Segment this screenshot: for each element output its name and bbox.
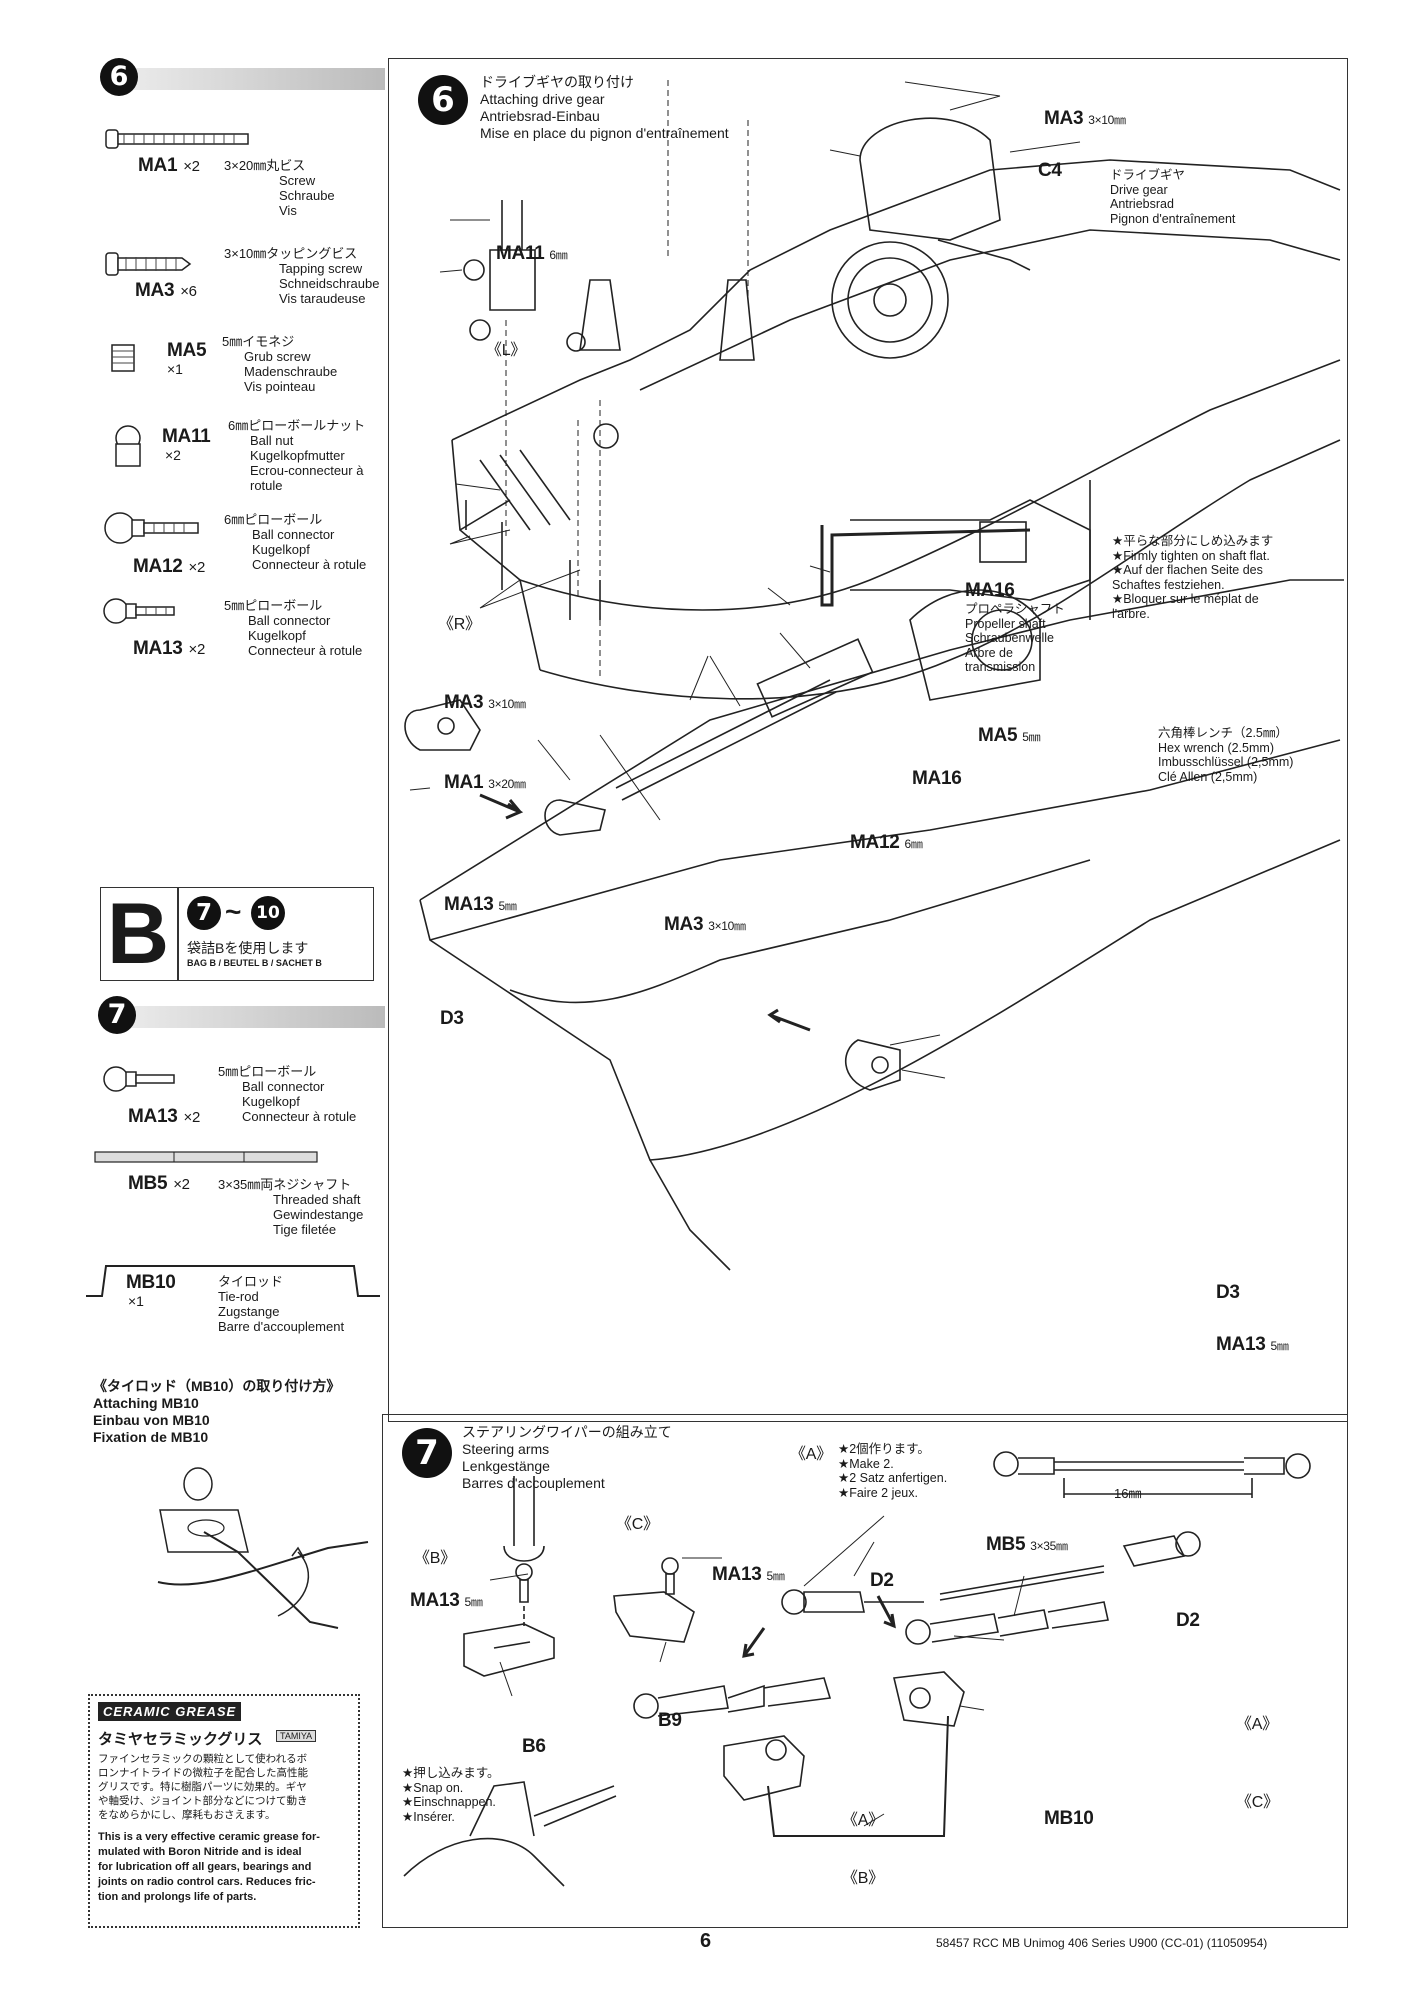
mb10-label: MB10 [126,1272,176,1293]
step-7-title: ステアリングワイパーの組み立て Steering arms Lenkgestän… [462,1424,672,1491]
ceramic-grease-jp-body: ファインセラミックの顆粒として使われるボ ロンナイトライドの微粒子を配合した高性… [98,1753,308,1821]
tie-rod-howto-title: 《タイロッド（MB10）の取り付け方》 Attaching MB10 Einba… [93,1378,341,1445]
ceramic-grease-logo: CERAMIC GREASE [98,1702,242,1721]
d3-label-a: D3 [440,1008,464,1029]
tighten-note: ★平らな部分にしめ込みます ★Firmly tighten on shaft f… [1112,534,1274,621]
a-label-2: 《A》 [842,1812,884,1829]
mb10-qty: ×1 [128,1293,144,1309]
step-7-badge-small: 7 [98,996,136,1034]
step-6-badge-small: 6 [100,58,138,96]
footer-code: 58457 RCC MB Unimog 406 Series U900 (CC-… [936,1936,1268,1950]
bag-b-box: B 7 ~ 10 袋詰Bを使用します BAG B / BEUTEL B / SA… [100,887,374,981]
ma1-step6-label: MA1 3×20㎜ [444,772,526,793]
ma13-step6-label-b: MA13 5㎜ [1216,1334,1289,1355]
ma11-qty: ×2 [165,447,181,463]
ma5-desc: 5㎜イモネジ Grub screw Madenschraube Vis poin… [222,334,338,394]
d2-label-b: D2 [1176,1610,1200,1631]
ma1-label: MA1×2 [138,155,200,176]
ceramic-grease-jp-title: タミヤセラミックグリス [98,1731,263,1748]
bag-b-jp: 袋詰Bを使用します [187,940,309,956]
make-two-note: ★2個作ります。 ★Make 2. ★2 Satz anfertigen. ★F… [838,1442,948,1500]
bag-b-step-from: 7 [187,896,221,930]
ma1-desc: 3×20㎜丸ビス Screw Schraube Vis [224,158,335,218]
b-view-label: 《B》 [414,1550,456,1567]
ma12-desc: 6㎜ピローボール Ball connector Kugelkopf Connec… [224,512,367,572]
dimension-16mm: 16㎜ [1114,1486,1142,1501]
ma12-step6-label: MA12 6㎜ [850,832,923,853]
step-6-badge: 6 [418,75,468,125]
a-note-tag: 《A》 [790,1446,832,1463]
propeller-shaft-desc: プロペラシャフト Propeller shaft Schraubenwelle … [965,602,1065,674]
ma11-desc: 6㎜ピローボールナット Ball nut Kugelkopfmutter Ecr… [228,418,366,493]
mb5-step7-label: MB5 3×35㎜ [986,1534,1068,1555]
ma5-step6-label: MA5 5㎜ [978,725,1041,746]
mb5-label: MB5×2 [128,1173,190,1194]
step-7-panel [382,1414,1348,1928]
mb10-tie-rod-icon [86,1265,380,1297]
ma3-bottom-label: MA3 3×10㎜ [444,692,526,713]
a-label-1: 《A》 [1236,1716,1278,1733]
step-6-panel [388,58,1348,1422]
ma11-label: MA11 [162,426,211,447]
ma5-grub-screw-icon [111,344,135,372]
ma3-tapping-screw-icon [105,252,192,276]
ceramic-grease-box: CERAMIC GREASE タミヤセラミックグリス TAMIYA ファインセラ… [88,1694,360,1928]
ceramic-grease-en-body: This is a very effective ceramic grease … [98,1831,320,1903]
ma12-label: MA12×2 [133,556,205,577]
ma12-ball-connector-icon [104,512,199,544]
ma5-qty: ×1 [167,361,183,377]
c-label-2: 《C》 [1236,1794,1279,1811]
ma13-b-label: MA13 5㎜ [410,1590,483,1611]
mb10-step7-label: MB10 [1044,1808,1094,1829]
bag-b-multi: BAG B / BEUTEL B / SACHET B [187,958,322,968]
step-6-illustration [404,80,1344,1271]
left-parts-header-6: 6 [100,58,385,98]
step-6-title: ドライブギヤの取り付け Attaching drive gear Antrieb… [480,74,729,141]
page-number: 6 [700,1930,712,1952]
ma13-desc: 5㎜ピローボール Ball connector Kugelkopf Connec… [224,598,363,658]
ma5-label: MA5 [167,340,207,361]
tie-rod-howto-illustration [157,1467,369,1629]
ma16-inset-label: MA16 [965,580,1015,601]
left-parts-header-7: 7 [98,996,385,1036]
c-view-label: 《C》 [616,1516,659,1533]
ma11-ball-nut-icon [115,425,141,467]
d3-label-b: D3 [1216,1282,1240,1303]
mb10-desc: タイロッド Tie-rod Zugstange Barre d'accouple… [218,1274,345,1334]
ma11-step6-label: MA11 6㎜ [496,243,568,264]
l-side-label: 《L》 [486,342,526,359]
ma13-step7-icon [103,1066,175,1092]
ma13-step7-desc: 5㎜ピローボール Ball connector Kugelkopf Connec… [218,1064,357,1124]
ma3-desc: 3×10㎜タッピングビス Tapping screw Schneidschrau… [224,246,380,306]
d2-label-a: D2 [870,1570,894,1591]
ma3-top-label: MA3 3×10㎜ [1044,108,1126,129]
b6-label: B6 [522,1736,546,1757]
mb5-threaded-shaft-icon [94,1151,318,1163]
bag-b-step-to: 10 [251,896,285,930]
ceramic-grease-badge: TAMIYA [276,1730,317,1742]
r-side-label: 《R》 [438,616,481,633]
b9-label: B9 [658,1710,682,1731]
ma13-step6-label-a: MA13 5㎜ [444,894,517,915]
ma13-c-label: MA13 5㎜ [712,1564,785,1585]
ma1-screw-icon [105,129,249,149]
snap-on-note: ★押し込みます。 ★Snap on. ★Einschnappen. ★Insér… [402,1766,500,1824]
mb5-desc: 3×35㎜両ネジシャフト Threaded shaft Gewindestang… [218,1177,364,1237]
ma3-label: MA3×6 [135,280,197,301]
b-label-2: 《B》 [842,1870,884,1887]
ma13-ball-connector-icon [103,598,175,624]
ma13-label: MA13×2 [133,638,205,659]
bag-b-letter: B [107,886,170,982]
c4-label: C4 [1038,160,1062,181]
step-7-illustration [403,1451,1311,1887]
ma13-step7-label: MA13×2 [128,1106,200,1127]
hex-wrench-label: 六角棒レンチ（2.5㎜） Hex wrench (2.5mm) Imbussch… [1158,726,1294,784]
drive-gear-label: ドライブギヤ Drive gear Antriebsrad Pignon d'e… [1110,168,1236,226]
ma3-step6-label-c: MA3 3×10㎜ [664,914,746,935]
ma16-main-label: MA16 [912,768,962,789]
step-7-badge: 7 [402,1428,452,1478]
bag-b-range: ~ [225,896,242,927]
